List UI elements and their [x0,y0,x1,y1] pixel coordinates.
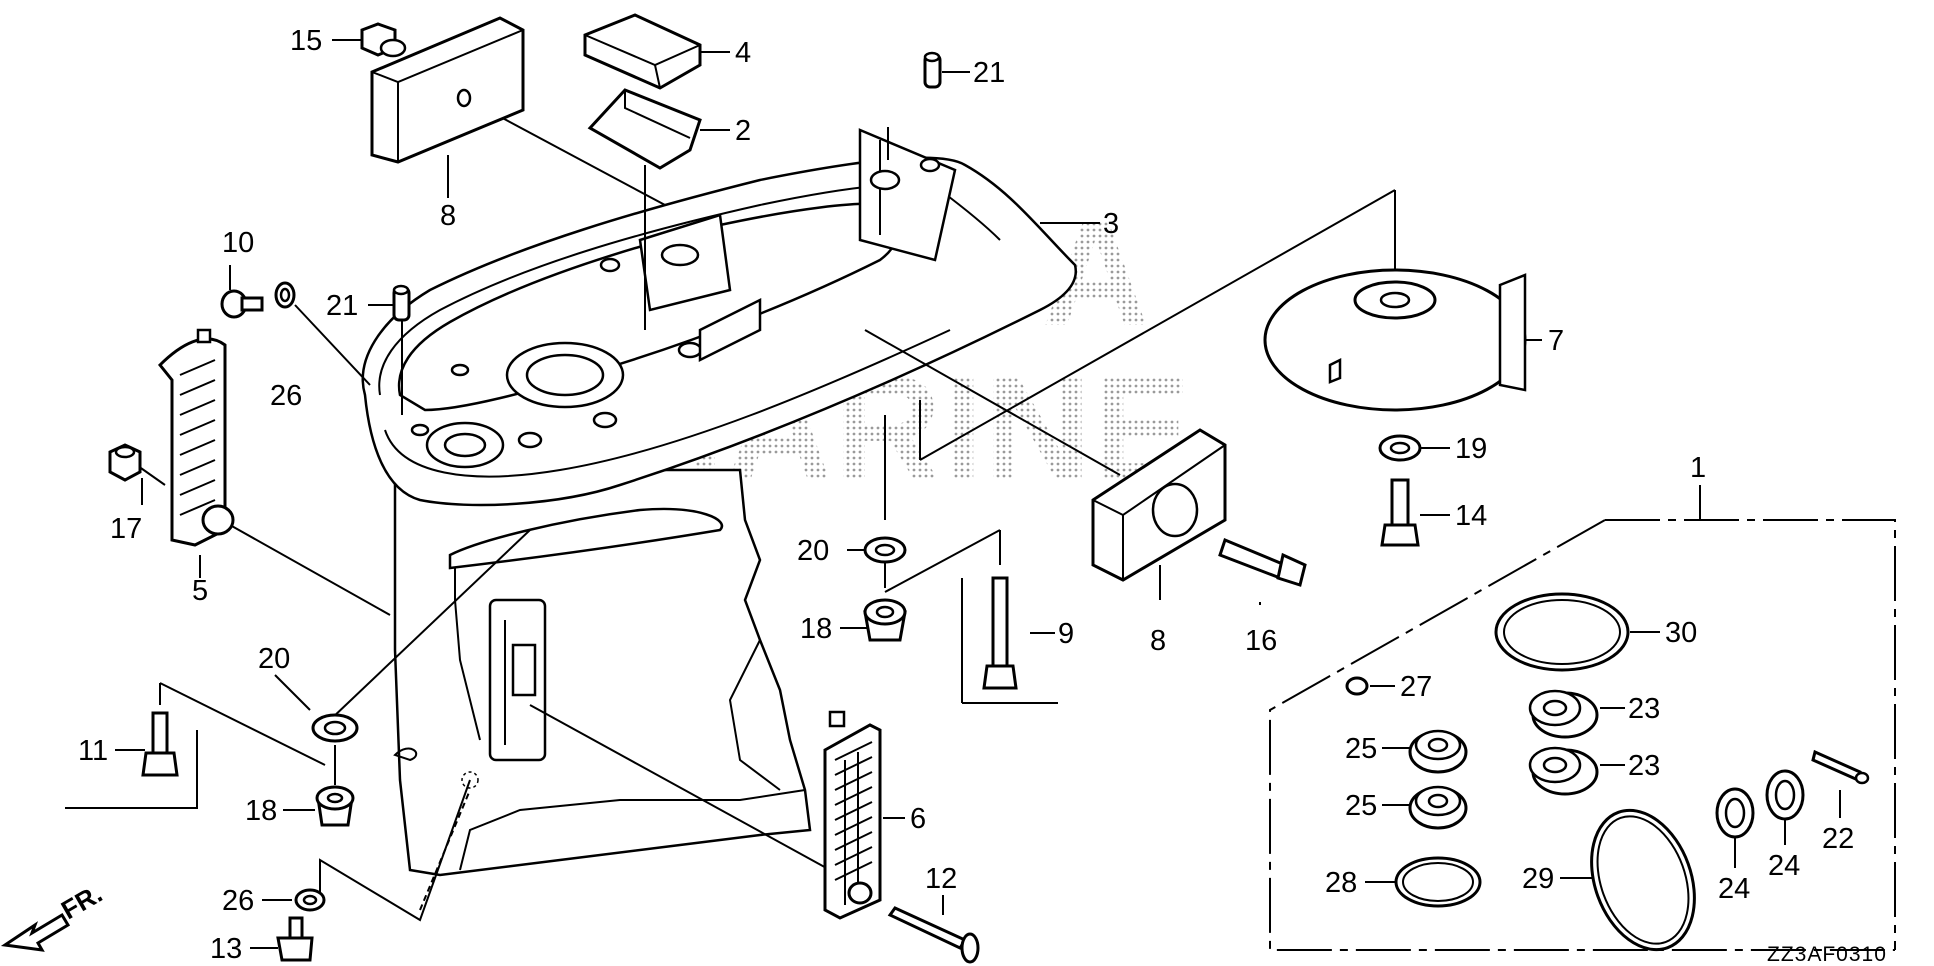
leader-lines [65,39,1896,951]
callout-6: 6 [910,803,926,835]
part-grille-5 [157,328,235,547]
part-nut-17 [108,443,142,482]
part-bearing-25-upper [1408,729,1468,774]
part-washer-20-left [311,713,359,743]
part-block-8-lower [1091,428,1227,582]
callout-10: 10 [222,227,254,259]
parts [108,13,1870,964]
callout-8-upper: 8 [440,200,456,232]
callout-29: 29 [1522,863,1554,895]
callout-14: 14 [1455,500,1487,532]
callout-labels: 15 4 21 2 8 3 10 21 26 7 17 19 1 14 5 20… [78,25,1854,965]
callout-7: 7 [1548,325,1564,357]
callout-26-lower: 26 [222,885,254,917]
part-bearing-23-upper [1528,689,1599,739]
part-disc-7 [1263,268,1527,412]
callout-19: 19 [1455,433,1487,465]
callout-23-lower: 23 [1628,750,1660,782]
callout-25-upper: 25 [1345,733,1377,765]
callout-2: 2 [735,115,751,147]
part-bolt-11 [141,711,179,777]
callout-9: 9 [1058,618,1074,650]
callout-4: 4 [735,37,751,69]
callout-16: 16 [1245,625,1277,657]
part-bolt-10 [220,289,264,319]
part-bolt-16 [1218,537,1307,587]
part-bolt-14 [1380,478,1420,547]
part-block-4 [583,13,702,90]
callout-17: 17 [110,513,142,545]
callout-24-right: 24 [1768,850,1800,882]
callout-8-lower: 8 [1150,625,1166,657]
part-screw-12 [887,906,980,964]
part-ring-27 [1345,676,1369,696]
part-bearing-25-lower [1408,785,1468,830]
part-grommet-18-left [315,785,355,827]
callout-13: 13 [210,933,242,965]
part-washer-20-right [863,536,907,564]
part-bolt-13 [276,916,314,962]
callout-25-lower: 25 [1345,790,1377,822]
gear-case-housing [361,128,1078,877]
callout-21-top: 21 [973,57,1005,89]
callout-11: 11 [78,735,108,767]
part-grille-6 [823,710,882,920]
part-bearing-23-lower [1528,746,1599,796]
part-washer-26-lower [294,888,326,912]
part-washer-26-upper [274,281,296,309]
part-dowel-21-left [392,284,411,322]
callout-24-left: 24 [1718,873,1750,905]
callout-26-upper: 26 [270,380,302,412]
drawing-code: ZZ3AF0310 [1767,943,1887,966]
part-grommet-18-right [863,598,907,642]
callout-28: 28 [1325,867,1357,899]
part-nut-15 [360,22,407,58]
part-block-8-upper [370,16,525,164]
part-o-ring-29 [1590,808,1696,952]
callout-30: 30 [1665,617,1697,649]
callout-3: 3 [1103,208,1119,240]
callout-23-upper: 23 [1628,693,1660,725]
callout-12: 12 [925,863,957,895]
callout-21-left: 21 [326,290,358,322]
callout-27: 27 [1400,671,1432,703]
front-direction-marker: FR. [0,878,107,952]
callout-20-left: 20 [258,643,290,675]
part-pin-22 [1811,749,1870,785]
part-seal-24-left [1715,787,1755,839]
part-seal-24-right [1765,769,1805,821]
part-dowel-21-top [923,51,942,89]
callout-18-left: 18 [245,795,277,827]
callout-22: 22 [1822,823,1854,855]
callout-5: 5 [192,575,208,607]
callout-18-right: 18 [800,613,832,645]
callout-15: 15 [290,25,322,57]
part-washer-19 [1378,434,1422,462]
part-o-ring-30 [1494,592,1630,672]
part-o-ring-28 [1394,856,1482,908]
part-plate-2 [587,88,702,170]
callout-20-right: 20 [797,535,829,567]
part-bolt-9 [982,576,1018,690]
callout-1: 1 [1690,452,1706,484]
